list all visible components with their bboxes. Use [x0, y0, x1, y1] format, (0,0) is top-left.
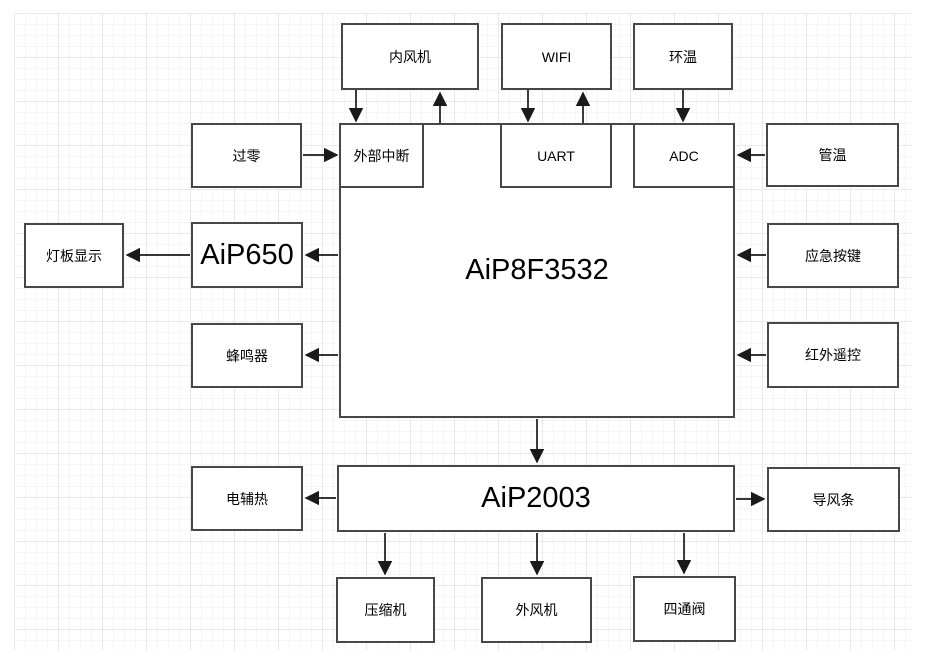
- node-ambient-temp[interactable]: 环温: [633, 23, 733, 90]
- node-aip650[interactable]: AiP650: [191, 222, 303, 288]
- node-outer-fan[interactable]: 外风机: [481, 577, 592, 643]
- node-aux-heat-label: 电辅热: [226, 490, 268, 507]
- node-zero-cross[interactable]: 过零: [191, 123, 302, 188]
- node-compressor[interactable]: 压缩机: [336, 577, 435, 643]
- node-wifi[interactable]: WIFI: [501, 23, 612, 90]
- node-uart-label: UART: [537, 147, 575, 164]
- node-zero-cross-label: 过零: [232, 147, 261, 164]
- node-aux-heat[interactable]: 电辅热: [191, 466, 303, 531]
- node-emergency-button[interactable]: 应急按键: [767, 223, 899, 288]
- node-air-guide-label: 导风条: [812, 491, 855, 508]
- node-four-way-valve-label: 四通阀: [663, 601, 706, 617]
- node-pipe-temp[interactable]: 管温: [766, 123, 899, 187]
- node-light-board-label: 灯板显示: [46, 247, 102, 264]
- node-adc[interactable]: ADC: [633, 123, 735, 188]
- node-aip2003[interactable]: AiP2003: [337, 465, 735, 532]
- node-outer-fan-label: 外风机: [515, 602, 558, 618]
- node-wifi-label: WIFI: [541, 48, 572, 65]
- node-inner-fan-label: 内风机: [389, 48, 431, 65]
- node-buzzer-label: 蜂鸣器: [226, 347, 268, 364]
- node-ir-remote-label: 红外遥控: [805, 347, 861, 363]
- node-air-guide[interactable]: 导风条: [767, 467, 900, 532]
- node-pipe-temp-label: 管温: [818, 147, 847, 163]
- node-emergency-button-label: 应急按键: [805, 247, 861, 264]
- node-adc-label: ADC: [669, 147, 699, 164]
- node-ext-interrupt[interactable]: 外部中断: [339, 123, 424, 188]
- node-inner-fan[interactable]: 内风机: [341, 23, 479, 90]
- node-main-mcu-label: AiP8F3532: [465, 254, 609, 286]
- node-uart[interactable]: UART: [500, 123, 612, 188]
- node-ambient-temp-label: 环温: [669, 48, 697, 65]
- node-ext-interrupt-label: 外部中断: [353, 147, 410, 164]
- node-aip650-label: AiP650: [200, 238, 294, 271]
- node-four-way-valve[interactable]: 四通阀: [633, 576, 736, 642]
- node-buzzer[interactable]: 蜂鸣器: [191, 323, 303, 388]
- node-compressor-label: 压缩机: [364, 602, 407, 618]
- node-aip2003-label: AiP2003: [481, 482, 591, 514]
- node-light-board[interactable]: 灯板显示: [24, 223, 124, 288]
- node-ir-remote[interactable]: 红外遥控: [767, 322, 899, 388]
